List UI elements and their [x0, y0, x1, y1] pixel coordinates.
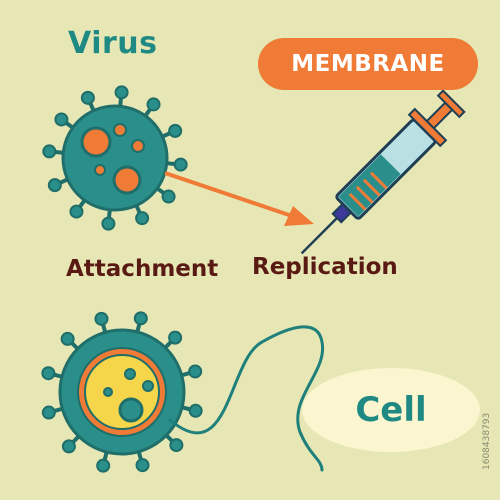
spike-knob	[94, 311, 109, 326]
spike-knob	[146, 97, 161, 112]
tail-line	[168, 325, 325, 472]
spike-knob	[41, 405, 56, 420]
spike-knob	[161, 189, 176, 204]
watermark-id: 1608438793	[482, 412, 492, 470]
spike-knob	[80, 90, 95, 105]
spike-knob	[69, 204, 84, 219]
arrow-icon	[164, 171, 314, 226]
spike-knob	[42, 144, 57, 159]
spike-knob	[96, 458, 111, 473]
spike-knob	[101, 216, 116, 231]
spike-knob	[41, 366, 56, 381]
spike-knob	[133, 311, 148, 326]
spike-knob	[173, 157, 188, 172]
spike-knob	[54, 112, 69, 127]
cell-icon	[41, 311, 203, 473]
spike-knob	[135, 211, 150, 226]
spike-knob	[114, 85, 129, 100]
spike-knob	[60, 331, 75, 346]
virus-label: Virus	[68, 26, 158, 61]
replication-label: Replication	[252, 254, 398, 280]
spike-knob	[168, 123, 183, 138]
cell-bubble: Cell	[302, 368, 480, 452]
spike-knob	[135, 458, 150, 473]
spike-knob	[188, 403, 203, 418]
membrane-label: MEMBRANE	[291, 51, 445, 77]
spike-knob	[188, 364, 203, 379]
syringe-icon	[300, 89, 466, 255]
membrane-badge: MEMBRANE	[258, 38, 478, 90]
spike-knob	[47, 178, 62, 193]
spike-knob	[61, 439, 76, 454]
attachment-label: Attachment	[66, 256, 219, 282]
spike-knob	[169, 438, 184, 453]
cell-label: Cell	[355, 390, 427, 430]
spike-knob	[168, 330, 183, 345]
virus-icon	[42, 85, 188, 231]
